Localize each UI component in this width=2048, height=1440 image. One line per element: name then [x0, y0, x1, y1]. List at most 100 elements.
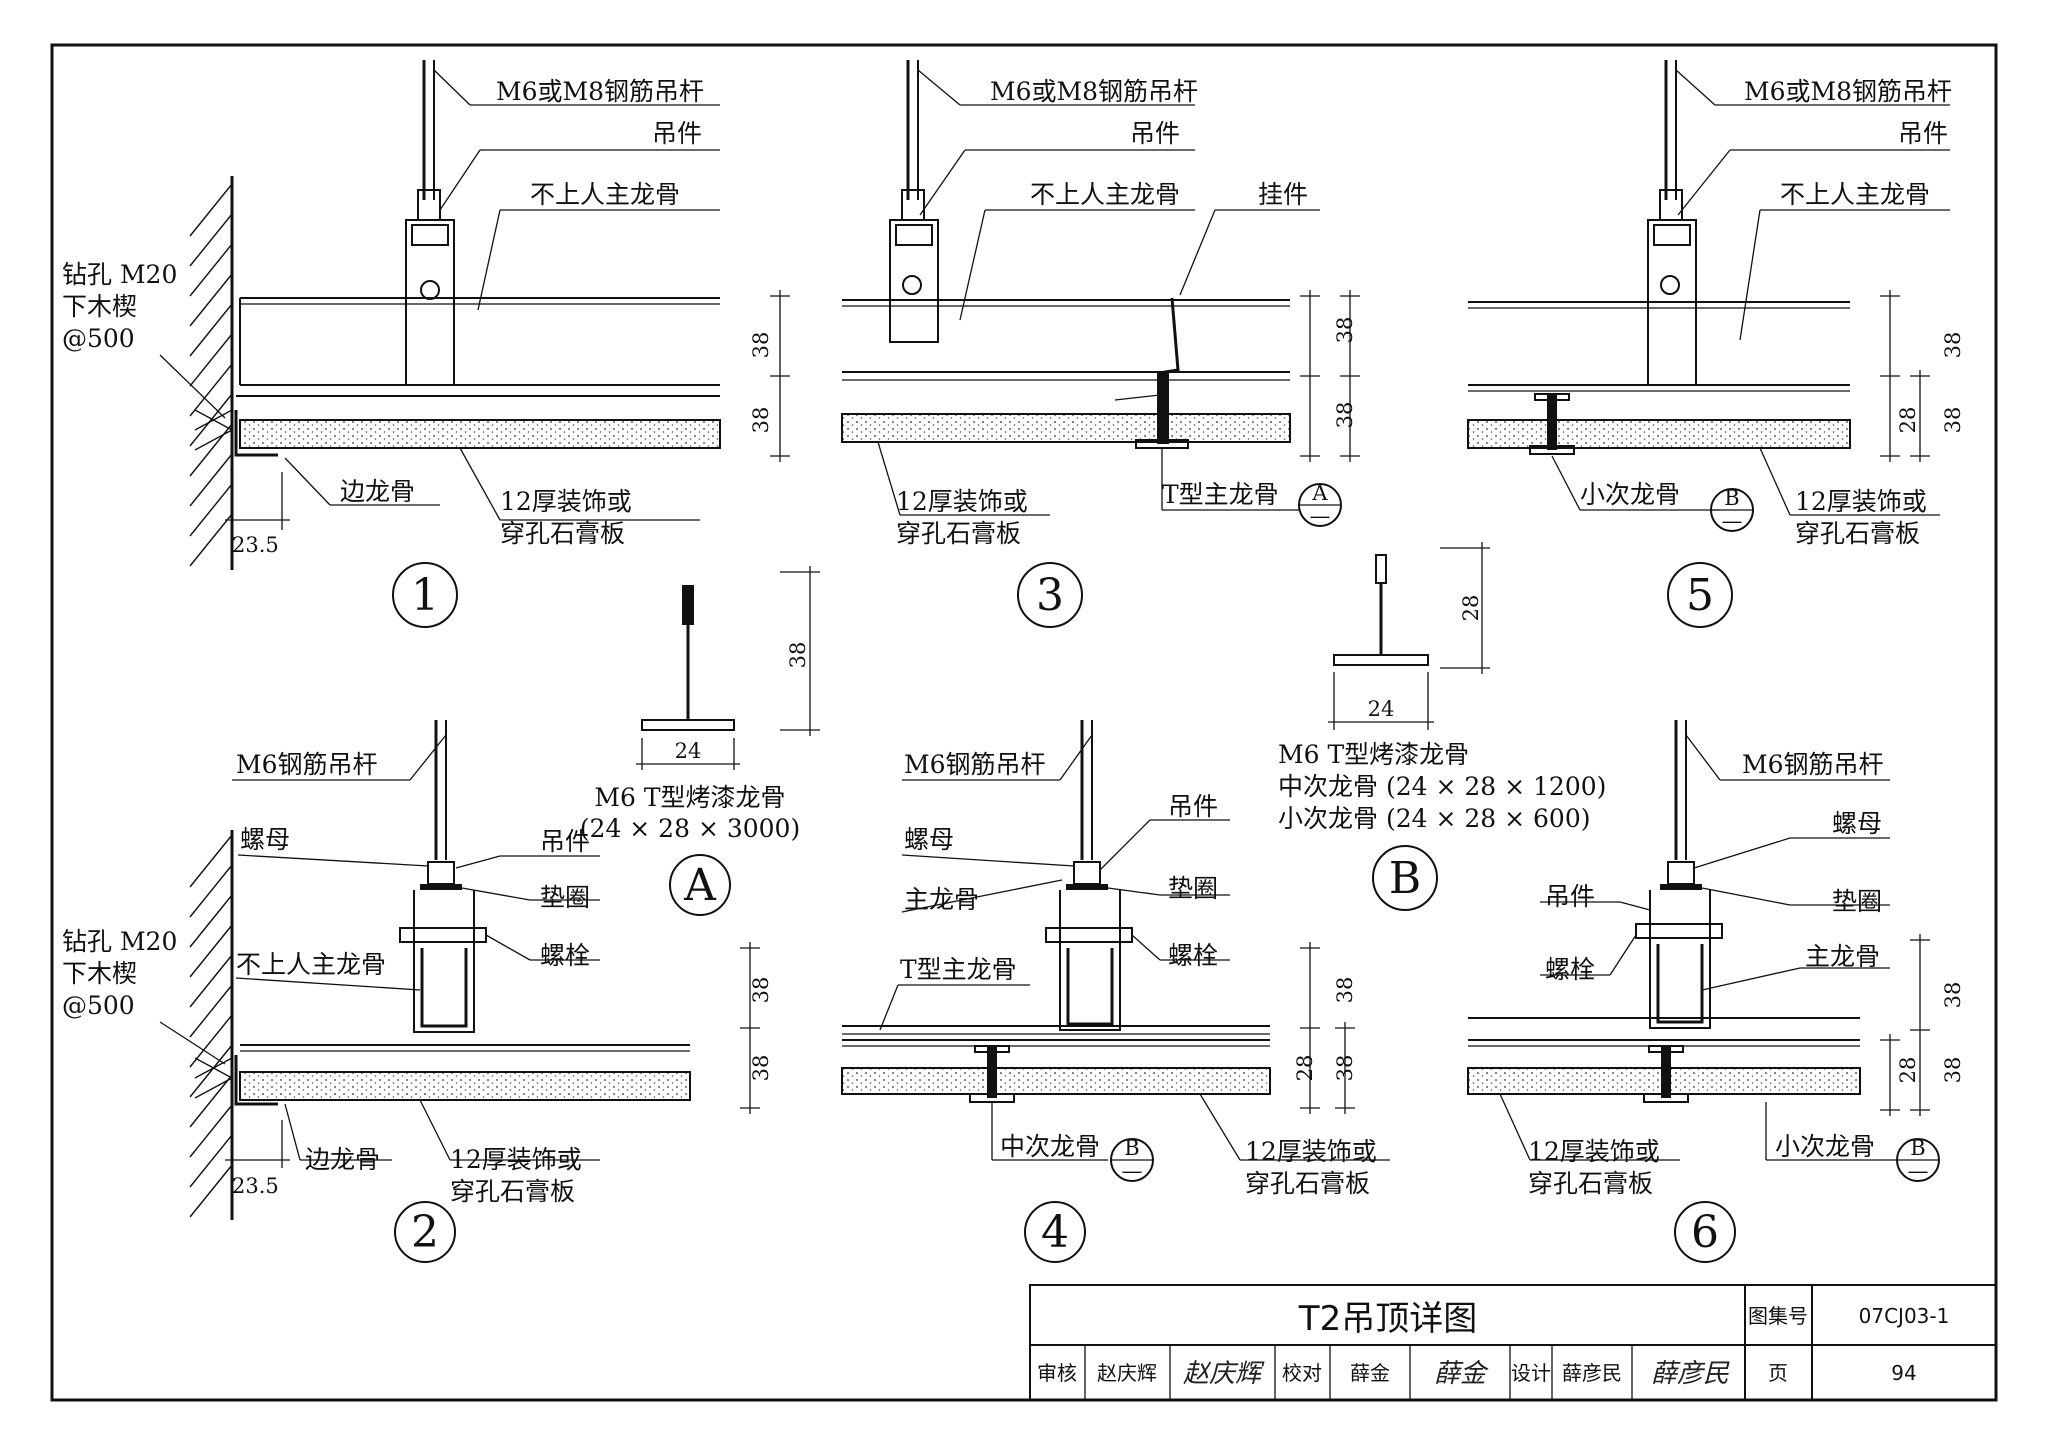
- design-label: 设计: [1511, 1361, 1551, 1385]
- dim-38-upper: 38: [1333, 977, 1357, 1004]
- ref-b-sheet: —: [1122, 1159, 1143, 1183]
- nut: [1667, 861, 1695, 885]
- dim-28: 28: [1293, 1055, 1317, 1082]
- gypsum-board: [841, 413, 1291, 443]
- label-board-1: 12厚装饰或: [1795, 487, 1927, 516]
- ref-b-tag: B: [1124, 1136, 1139, 1160]
- check-label: 校对: [1282, 1361, 1322, 1385]
- dim-38-lower: 38: [1941, 1057, 1965, 1084]
- ref-b-sheet: —: [1722, 509, 1743, 533]
- profile-a-line2: (24 × 28 × 3000): [580, 814, 800, 843]
- edge-keel: [234, 1055, 278, 1106]
- main-keel-section: [420, 948, 468, 1028]
- label-hook: 挂件: [1258, 180, 1308, 209]
- label-edge-keel: 边龙骨: [305, 1145, 380, 1174]
- wood-plug: [194, 409, 233, 451]
- dim-38-a: [770, 290, 790, 462]
- label-board-2: 穿孔石膏板: [1528, 1169, 1653, 1198]
- gypsum-board: [1467, 419, 1851, 449]
- wall-hatch: [189, 183, 233, 567]
- label-washer: 垫圈: [1168, 874, 1218, 903]
- label-hanger: 吊件: [1898, 119, 1948, 148]
- small-sub-keel: [1661, 1046, 1671, 1098]
- ref-b-tag: B: [1724, 486, 1739, 510]
- dim-23-5: 23.5: [232, 1174, 279, 1198]
- dim-24: 24: [1368, 697, 1395, 721]
- t-main-keel: [1157, 372, 1169, 444]
- label-washer: 垫圈: [1832, 887, 1882, 916]
- washer: [420, 884, 462, 890]
- label-drill-2: 下木楔: [62, 959, 137, 988]
- dim-38-lower: 38: [1333, 402, 1357, 429]
- label-board-2: 穿孔石膏板: [450, 1177, 575, 1206]
- dim-28: 28: [1896, 407, 1920, 434]
- label-board-1: 12厚装饰或: [500, 487, 632, 516]
- designer-signature: 薛彦民: [1651, 1359, 1730, 1389]
- profile-a: 38 24 M6 T型烤漆龙骨 (24 × 28 × 3000) A: [580, 566, 820, 916]
- washer: [1660, 884, 1702, 890]
- page-label: 页: [1768, 1361, 1788, 1385]
- label-drill-3: @500: [62, 324, 135, 353]
- small-sub-keel: [1547, 394, 1557, 450]
- page-number: 94: [1891, 1361, 1916, 1385]
- drawing-title: T2吊顶详图: [1298, 1299, 1477, 1339]
- dim-38-lower: 38: [1941, 407, 1965, 434]
- label-hanger: 吊件: [1168, 792, 1218, 821]
- gypsum-board: [239, 1071, 691, 1101]
- dim-38-upper: 38: [1941, 332, 1965, 359]
- profile-b-line1: M6 T型烤漆龙骨: [1278, 740, 1469, 769]
- label-hanger: 吊件: [1545, 882, 1595, 911]
- profile-a-line1: M6 T型烤漆龙骨: [594, 783, 785, 812]
- gypsum-board: [239, 419, 721, 449]
- dim-38: 38: [786, 642, 810, 669]
- label-board-2: 穿孔石膏板: [1245, 1169, 1370, 1198]
- label-drill-1: 钻孔 M20: [62, 260, 177, 289]
- label-main-keel: 不上人主龙骨: [236, 950, 386, 979]
- atlas-label: 图集号: [1748, 1304, 1808, 1328]
- hanger-bolt: [420, 280, 440, 300]
- label-nut: 螺母: [904, 825, 954, 854]
- label-hanger: 吊件: [652, 119, 702, 148]
- bolt: [1635, 923, 1723, 939]
- detail-4: 28 38 38 M6钢筋吊杆 螺母 主龙骨 吊件 垫圈 螺栓 T型主龙骨 中次…: [841, 720, 1390, 1263]
- wall-hatch: [189, 834, 233, 1218]
- reviewer-signature: 赵庆辉: [1183, 1359, 1265, 1389]
- label-small-sub-keel: 小次龙骨: [1580, 480, 1680, 509]
- label-main-keel: 不上人主龙骨: [1030, 180, 1180, 209]
- washer: [1066, 884, 1108, 890]
- profile-b-line2: 中次龙骨 (24 × 28 × 1200): [1278, 772, 1606, 801]
- hanger: [413, 890, 475, 1033]
- label-hanger: 吊件: [1130, 119, 1180, 148]
- nut: [1073, 861, 1101, 885]
- label-hanger: 吊件: [540, 827, 590, 856]
- profile-b: 28 24 M6 T型烤漆龙骨 中次龙骨 (24 × 28 × 1200) 小次…: [1278, 542, 1606, 911]
- profile-a-head: [682, 585, 694, 625]
- label-main-keel: 不上人主龙骨: [1780, 180, 1930, 209]
- dim-38-upper: 38: [749, 332, 773, 359]
- label-board-2: 穿孔石膏板: [500, 519, 625, 548]
- designer-name: 薛彦民: [1562, 1361, 1622, 1385]
- label-edge-keel: 边龙骨: [340, 477, 415, 506]
- label-t-main-keel: T型主龙骨: [900, 955, 1017, 984]
- label-main-keel: 主龙骨: [1805, 942, 1880, 971]
- hanger: [1059, 890, 1121, 1031]
- label-drill-2: 下木楔: [62, 292, 137, 321]
- profile-a-flange: [641, 719, 735, 731]
- label-bolt: 螺栓: [540, 941, 590, 970]
- label-rod: M6钢筋吊杆: [904, 750, 1046, 779]
- detail-number-circle: [1024, 1201, 1086, 1263]
- main-keel-section: [1656, 944, 1704, 1024]
- profile-b-tag: B: [1389, 853, 1421, 904]
- dim-38-upper: 38: [1941, 982, 1965, 1009]
- label-main-keel: 不上人主龙骨: [530, 180, 680, 209]
- ref-b-sheet: —: [1908, 1159, 1929, 1183]
- label-nut: 螺母: [1832, 809, 1882, 838]
- label-rod: M6或M8钢筋吊杆: [1744, 77, 1952, 106]
- detail-number: 3: [1036, 570, 1064, 621]
- detail-6: 28 38 38 M6钢筋吊杆 螺母 吊件 垫圈 螺栓 主龙骨 12厚装饰或 穿…: [1467, 720, 1965, 1263]
- profile-a-tag-circle: [669, 854, 731, 916]
- detail-number: 1: [411, 570, 439, 621]
- profile-b-tag-circle: [1372, 845, 1438, 911]
- dim-38-lower: 38: [1333, 1055, 1357, 1082]
